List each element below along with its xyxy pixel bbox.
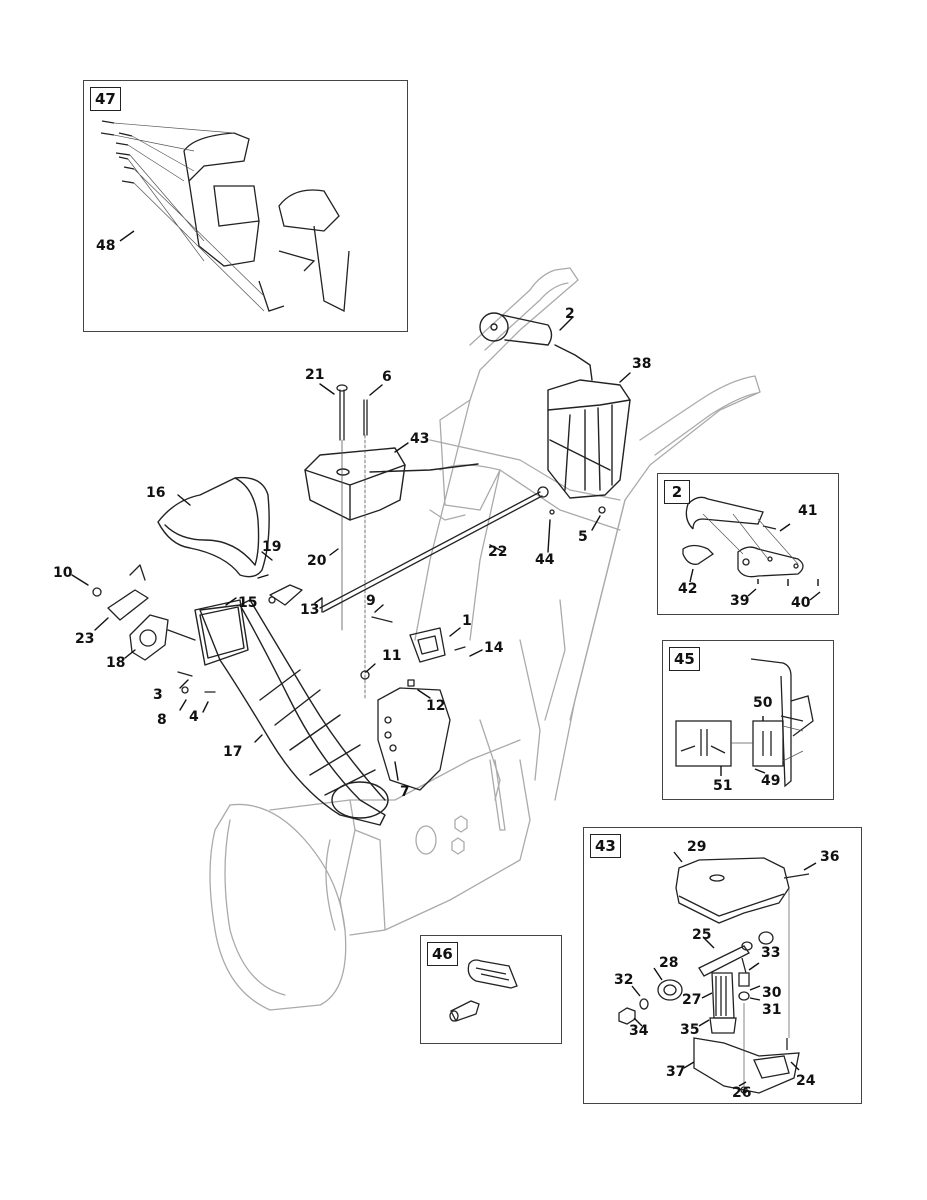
callout-40: 40 xyxy=(791,595,811,611)
inset-45: 45 50 51 49 xyxy=(662,640,834,800)
callout-36: 36 xyxy=(820,849,840,865)
callout-22: 22 xyxy=(488,544,508,560)
callout-8: 8 xyxy=(157,712,167,728)
inset-tag: 46 xyxy=(427,942,458,966)
callout-11: 11 xyxy=(382,648,402,664)
inset-tag: 2 xyxy=(664,480,690,504)
crank-handle-2 xyxy=(479,312,593,381)
callout-50: 50 xyxy=(753,695,773,711)
callout-17: 17 xyxy=(223,744,243,760)
callout-29: 29 xyxy=(687,839,707,855)
callout-30: 30 xyxy=(762,985,782,1001)
callout-38: 38 xyxy=(632,356,652,372)
bolts xyxy=(336,384,368,701)
shaft-assembly-45-illustration xyxy=(675,658,814,788)
small-parts xyxy=(177,506,606,694)
callout-1: 1 xyxy=(462,613,472,629)
callout-7: 7 xyxy=(400,784,410,800)
callout-42: 42 xyxy=(678,581,698,597)
inset-47: 47 48 xyxy=(83,80,408,332)
callout-13: 13 xyxy=(300,602,320,618)
callout-39: 39 xyxy=(730,593,750,609)
callout-49: 49 xyxy=(761,773,781,789)
cable-end-46-illustration xyxy=(449,959,518,1022)
callout-32: 32 xyxy=(614,972,634,988)
inset-2: 2 41 42 39 40 xyxy=(657,473,839,615)
inset-tag: 47 xyxy=(90,87,121,111)
callout-34: 34 xyxy=(629,1023,649,1039)
callout-9: 9 xyxy=(366,593,376,609)
callout-12: 12 xyxy=(426,698,446,714)
knob-18 xyxy=(129,614,196,661)
callout-44: 44 xyxy=(535,552,555,568)
callout-6: 6 xyxy=(382,369,392,385)
knob-15 xyxy=(268,584,303,606)
auger-housing xyxy=(209,739,531,1011)
callout-43: 43 xyxy=(410,431,430,447)
callout-14: 14 xyxy=(484,640,504,656)
callout-25: 25 xyxy=(692,927,712,943)
cover-43 xyxy=(304,447,479,521)
callout-15: 15 xyxy=(238,595,258,611)
gear-case-7 xyxy=(377,687,451,791)
callout-31: 31 xyxy=(762,1002,782,1018)
callout-21: 21 xyxy=(305,367,325,383)
chute-17 xyxy=(194,599,389,826)
callout-23: 23 xyxy=(75,631,95,647)
deflector-16 xyxy=(157,476,270,578)
callout-5: 5 xyxy=(578,529,588,545)
inset-46: 46 xyxy=(420,935,562,1044)
callout-3: 3 xyxy=(153,687,163,703)
callout-20: 20 xyxy=(307,553,327,569)
callout-4: 4 xyxy=(189,709,199,725)
gearbox-43-illustration xyxy=(618,851,817,1094)
callout-41: 41 xyxy=(798,503,818,519)
callout-35: 35 xyxy=(680,1022,700,1038)
callout-24: 24 xyxy=(796,1073,816,1089)
callout-33: 33 xyxy=(761,945,781,961)
inset-tag: 45 xyxy=(669,647,700,671)
callout-28: 28 xyxy=(659,955,679,971)
callout-10: 10 xyxy=(53,565,73,581)
rod-22 xyxy=(319,486,549,613)
callout-27: 27 xyxy=(682,992,702,1008)
chute-control-38 xyxy=(547,379,631,499)
callout-37: 37 xyxy=(666,1064,686,1080)
bracket-23 xyxy=(92,564,149,621)
inset-tag: 43 xyxy=(590,834,621,858)
callout-18: 18 xyxy=(106,655,126,671)
callout-16: 16 xyxy=(146,485,166,501)
inset-43: 43 xyxy=(583,827,862,1104)
leader-lines xyxy=(71,317,631,781)
callout-19: 19 xyxy=(262,539,282,555)
control-housing-47-illustration xyxy=(100,120,350,313)
crank-handle-2-illustration xyxy=(682,496,821,601)
callout-26: 26 xyxy=(732,1085,752,1101)
callout-48: 48 xyxy=(96,238,116,254)
callout-51: 51 xyxy=(713,778,733,794)
callout-2: 2 xyxy=(565,306,575,322)
